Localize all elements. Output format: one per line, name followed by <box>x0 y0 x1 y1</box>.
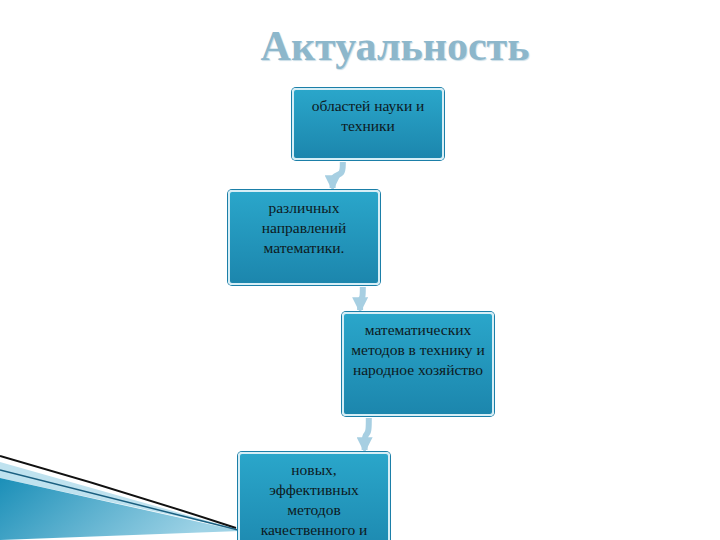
swoosh-line <box>0 456 236 528</box>
process-box: областей науки и техники <box>292 88 444 160</box>
swoosh-line <box>0 470 238 530</box>
box-text: областей науки и техники <box>300 96 436 136</box>
swoosh-band <box>0 478 240 540</box>
box-text: новых, эффективных методов качественного… <box>246 460 382 540</box>
process-box: различных направлений математики. <box>228 190 380 285</box>
flow-arrow <box>360 287 363 310</box>
slide-title: Актуальность <box>180 22 610 70</box>
flow-arrow <box>333 162 343 188</box>
box-text: различных направлений математики. <box>236 198 372 258</box>
process-box: математических методов в технику и народ… <box>342 312 494 416</box>
box-text: математических методов в технику и народ… <box>350 320 486 380</box>
process-box: новых, эффективных методов качественного… <box>238 452 390 540</box>
flow-arrow <box>365 418 369 450</box>
